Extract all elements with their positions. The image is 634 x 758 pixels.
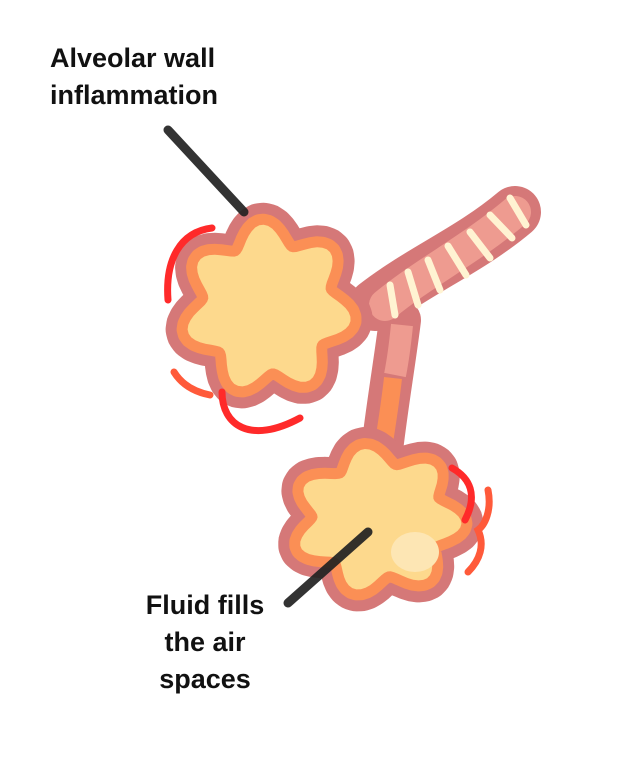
pointer-line-top (163, 125, 249, 217)
label-line: Alveolar wall (50, 43, 216, 73)
inflammation-marks (164, 224, 493, 576)
label-line: Fluid fills (145, 590, 265, 620)
label-line: inflammation (50, 80, 219, 110)
label-line: the air (164, 627, 246, 657)
inflamed-alveolus (165, 202, 373, 409)
fluid (187, 224, 351, 387)
fluid-highlight (391, 532, 439, 572)
cartilage-rings (386, 194, 530, 319)
label-alveolar-wall-inflammation: Alveolar wall inflammation (50, 40, 218, 114)
label-fluid-fills-air-spaces: Fluid fills the air spaces (130, 587, 280, 698)
pointer-line-bottom (283, 527, 373, 608)
label-line: spaces (159, 664, 251, 694)
bronchus (349, 186, 541, 471)
pointer-lines (163, 125, 373, 608)
